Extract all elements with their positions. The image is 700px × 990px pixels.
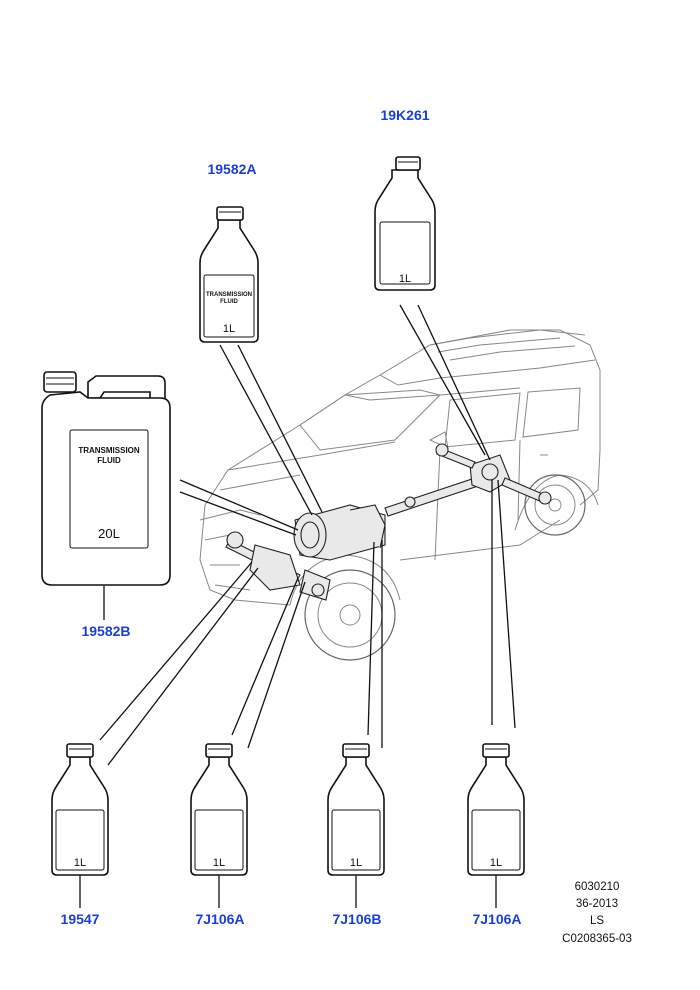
part-number-7j106a-right[interactable]: 7J106A (472, 911, 521, 927)
volume-label: 20L (98, 526, 120, 541)
volume-label: 1L (74, 857, 86, 869)
volume-label: 1L (213, 857, 225, 869)
volume-label: 1L (223, 323, 235, 335)
bottle-7j106b: 1L (327, 743, 385, 876)
fluid-label: FLUID (220, 299, 238, 305)
transmission-label: TRANSMISSION (206, 292, 252, 298)
part-number-19k261[interactable]: 19K261 (380, 107, 429, 123)
leader-lines (79, 304, 516, 908)
reference-line-3: LS (590, 915, 604, 927)
volume-label: 1L (350, 857, 362, 869)
drivetrain-illustration (225, 443, 552, 601)
volume-label: 1L (399, 273, 411, 285)
fluid-label: FLUID (97, 456, 121, 465)
volume-label: 1L (490, 857, 502, 869)
reference-line-2: 36-2013 (576, 898, 618, 910)
part-number-19547[interactable]: 19547 (61, 911, 100, 927)
bottle-19547: 1L (51, 743, 109, 876)
part-number-19582b[interactable]: 19582B (81, 623, 130, 639)
bottle-7j106a-right: 1L (467, 743, 525, 876)
reference-line-4: C0208365-03 (562, 933, 632, 945)
bottle-19k261: 1L (374, 156, 436, 291)
part-number-7j106a-left[interactable]: 7J106A (195, 911, 244, 927)
can-19582b: TRANSMISSION FLUID 20L (41, 371, 171, 586)
transmission-label: TRANSMISSION (78, 446, 140, 455)
part-number-7j106b[interactable]: 7J106B (332, 911, 381, 927)
reference-block: 6030210 36-2013 LS C0208365-03 (562, 881, 632, 945)
reference-line-1: 6030210 (575, 881, 620, 893)
bottle-7j106a-left: 1L (190, 743, 248, 876)
bottle-19582a: TRANSMISSION FLUID 1L (199, 206, 259, 343)
part-number-19582a[interactable]: 19582A (207, 161, 256, 177)
